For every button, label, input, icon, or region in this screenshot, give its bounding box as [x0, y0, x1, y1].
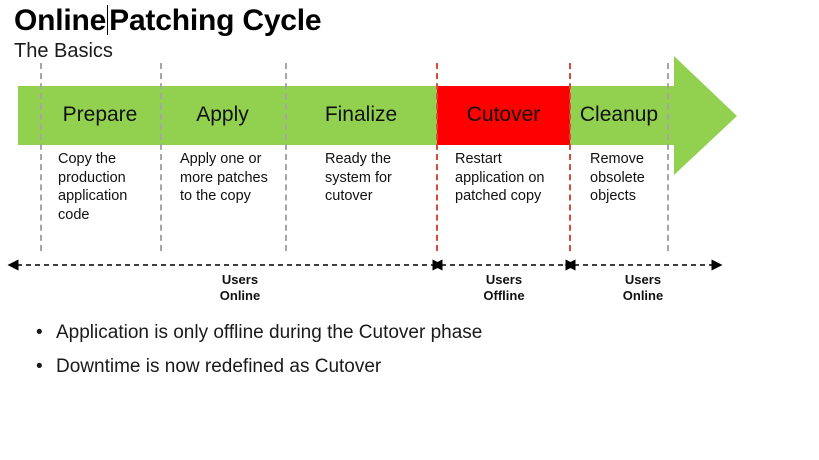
span-label-users-offline: Users Offline	[444, 272, 564, 304]
phase-divider-0	[40, 63, 42, 251]
span-label-line2: Offline	[483, 288, 525, 303]
phase-divider-1	[160, 63, 162, 251]
text-cursor	[107, 5, 109, 35]
span-label-users-online-1: Users Online	[180, 272, 300, 304]
span-label-line2: Online	[219, 288, 261, 303]
phase-label-prepare[interactable]: Prepare	[62, 103, 138, 126]
bullet-list: • Application is only offline during the…	[36, 316, 736, 384]
phase-description-finalize: Ready the system for cutover	[325, 151, 392, 204]
phase-label-finalize[interactable]: Finalize	[324, 103, 398, 126]
bullet-marker-icon: •	[36, 322, 43, 343]
span-label-users-online-2: Users Online	[583, 272, 703, 304]
phase-description-cutover: Restart application on patched copy	[455, 151, 545, 204]
span-label-line1: Users	[221, 272, 259, 287]
page-title-part-2: Patching Cycle	[109, 4, 322, 37]
phase-label-cutover[interactable]: Cutover	[466, 103, 541, 126]
phase-description-prepare: Copy the production application code	[58, 151, 128, 223]
bullet-marker-icon: •	[36, 356, 43, 377]
span-label-line1: Users	[485, 272, 523, 287]
phase-label-cleanup[interactable]: Cleanup	[579, 103, 659, 126]
phase-label-apply[interactable]: Apply	[196, 103, 249, 126]
phase-divider-2	[285, 63, 287, 251]
span-label-line2: Online	[622, 288, 664, 303]
phase-divider-4	[569, 63, 571, 251]
phase-divider-3	[436, 63, 438, 251]
cutover-highlight-block	[437, 86, 570, 145]
phase-description-apply: Apply one or more patches to the copy	[180, 151, 268, 204]
phase-divider-5	[667, 63, 669, 251]
list-item: • Application is only offline during the…	[36, 316, 736, 350]
bullet-text: Downtime is now redefined as Cutover	[56, 356, 382, 377]
span-label-line1: Users	[624, 272, 662, 287]
phase-description-cleanup: Remove obsolete objects	[590, 151, 645, 204]
list-item: • Downtime is now redefined as Cutover	[36, 350, 736, 384]
page-title-part-1: Online	[14, 4, 107, 37]
bullet-text: Application is only offline during the C…	[56, 322, 483, 343]
span-arrows	[7, 259, 723, 271]
